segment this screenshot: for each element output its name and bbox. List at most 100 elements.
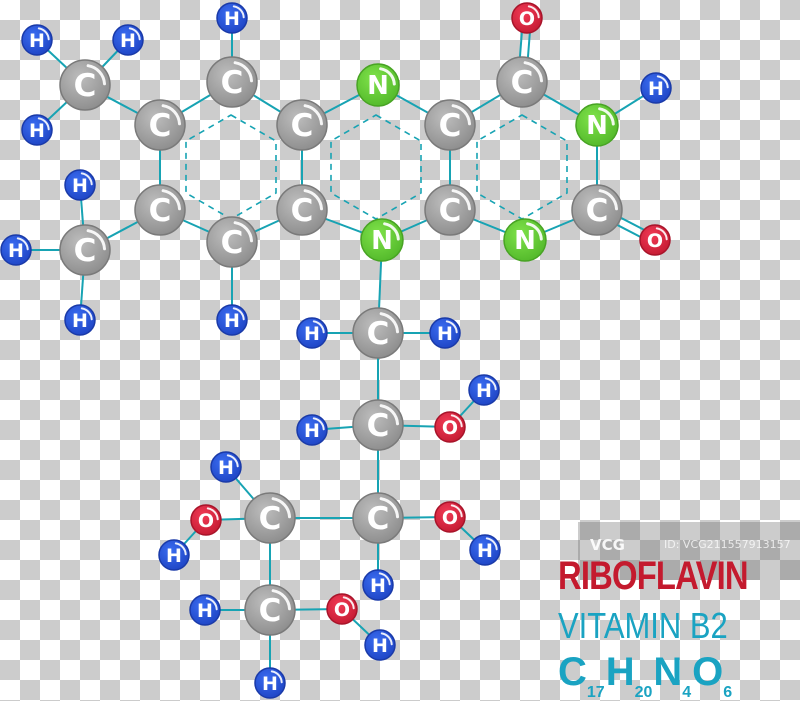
chemical-formula: C17H20N4O6 [558, 650, 733, 701]
hydrogen-atom: H [210, 451, 242, 483]
atom-symbol: H [476, 380, 492, 402]
carbon-atom: C [276, 99, 328, 151]
atom-symbol: H [370, 575, 386, 597]
oxygen-atom: O [434, 501, 466, 533]
carbon-atom: C [424, 184, 476, 236]
carbon-atom: C [206, 216, 258, 268]
hydrogen-atom: H [112, 24, 144, 56]
carbon-atom: C [352, 307, 404, 359]
atom-symbol: N [367, 71, 389, 101]
formula-element: O [692, 650, 724, 694]
hydrogen-atom: H [0, 234, 32, 266]
oxygen-atom: O [511, 2, 543, 34]
atom-symbol: H [372, 635, 388, 657]
hydrogen-atom: H [469, 534, 501, 566]
atom-symbol: H [224, 310, 240, 332]
hydrogen-atom: H [364, 629, 396, 661]
carbon-atom: C [424, 99, 476, 151]
hydrogen-atom: H [296, 414, 328, 446]
atom-symbol: C [221, 225, 244, 261]
carbon-atom: C [571, 184, 623, 236]
hydrogen-atom: H [296, 317, 328, 349]
atom-symbol: C [221, 65, 244, 101]
atom-symbol: C [367, 501, 390, 537]
atom-symbol: O [519, 8, 535, 30]
carbon-atom: C [59, 224, 111, 276]
hydrogen-atom: H [254, 667, 286, 699]
hydrogen-atom: H [64, 169, 96, 201]
oxygen-atom: O [190, 504, 222, 536]
hydrogen-atom: H [21, 114, 53, 146]
atom-symbol: C [149, 108, 172, 144]
atom-symbol: H [218, 457, 234, 479]
carbon-atom: C [206, 56, 258, 108]
carbon-atom: C [134, 184, 186, 236]
atom-symbol: H [648, 78, 664, 100]
carbon-atom: C [352, 492, 404, 544]
hydrogen-atom: H [189, 594, 221, 626]
atom-symbol: N [371, 226, 393, 256]
carbon-atom: C [352, 399, 404, 451]
hydrogen-atom: H [640, 72, 672, 104]
oxygen-atom: O [434, 411, 466, 443]
atom-symbol: C [291, 108, 314, 144]
oxygen-atom: O [326, 593, 358, 625]
formula-count: 4 [682, 684, 692, 701]
hydrogen-atom: H [21, 24, 53, 56]
nitrogen-atom: N [360, 218, 404, 262]
atom-symbol: H [72, 310, 88, 332]
atom-symbol: H [29, 30, 45, 52]
formula-element: N [653, 650, 683, 694]
atom-symbol: H [197, 600, 213, 622]
atom-symbol: C [149, 193, 172, 229]
formula-element: H [605, 650, 635, 694]
atom-symbol: C [259, 501, 282, 537]
hydrogen-atom: H [362, 569, 394, 601]
atom-symbol: C [74, 68, 97, 104]
atom-symbol: N [586, 111, 608, 141]
atom-symbol: O [647, 230, 663, 252]
atom-symbol: O [334, 599, 350, 621]
nitrogen-atom: N [575, 103, 619, 147]
atom-symbol: H [437, 323, 453, 345]
carbon-atom: C [496, 56, 548, 108]
atom-symbol: H [29, 120, 45, 142]
hydrogen-atom: H [429, 317, 461, 349]
hydrogen-atom: H [64, 304, 96, 336]
atom-symbol: C [439, 108, 462, 144]
aromatic-ring [476, 114, 568, 220]
atom-symbol: H [304, 420, 320, 442]
atom-symbol: C [291, 193, 314, 229]
atom-symbol: H [8, 240, 24, 262]
atom-symbol: C [586, 193, 609, 229]
hydrogen-atom: H [216, 2, 248, 34]
atom-symbol: H [262, 673, 278, 695]
vitamin-name: VITAMIN B2 [558, 605, 728, 646]
atom-symbol: H [304, 323, 320, 345]
carbon-atom: C [276, 184, 328, 236]
formula-count: 6 [723, 684, 733, 701]
atom-symbol: H [72, 175, 88, 197]
atom-symbol: C [259, 593, 282, 629]
carbon-atom: C [244, 584, 296, 636]
atom-symbol: C [74, 233, 97, 269]
atom-symbol: O [442, 417, 458, 439]
carbon-atom: C [134, 99, 186, 151]
atom-symbol: O [442, 507, 458, 529]
nitrogen-atom: N [503, 218, 547, 262]
hydrogen-atom: H [468, 374, 500, 406]
atom-symbol: C [367, 408, 390, 444]
compound-name: RIBOFLAVIN [558, 554, 749, 598]
aromatic-ring [185, 114, 277, 220]
atom-symbol: C [511, 65, 534, 101]
atom-symbol: H [120, 30, 136, 52]
atom-symbol: H [477, 540, 493, 562]
atom-symbol: H [224, 8, 240, 30]
nitrogen-atom: N [356, 63, 400, 107]
atom-symbol: C [367, 316, 390, 352]
aromatic-rings [185, 114, 568, 220]
atom-symbol: O [198, 510, 214, 532]
oxygen-atom: O [639, 224, 671, 256]
